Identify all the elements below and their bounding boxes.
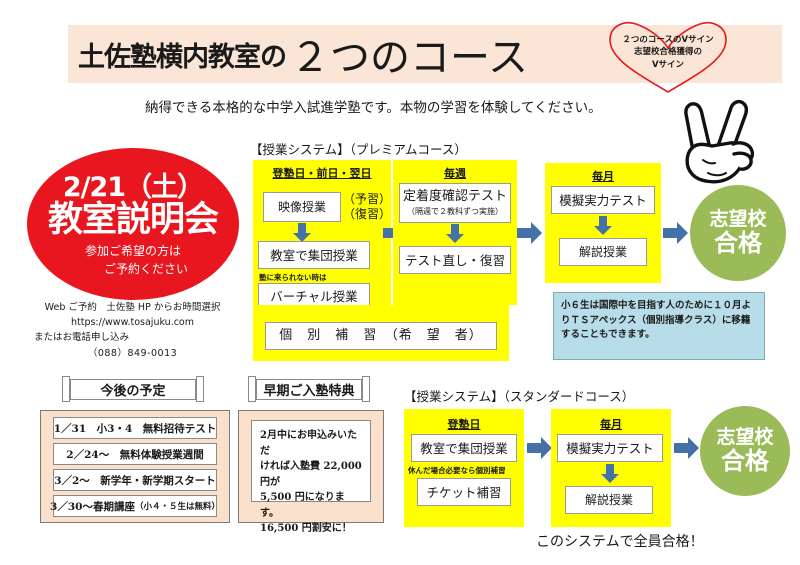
premium-box-mastery-test-main: 定着度確認テスト [402, 189, 507, 205]
standard-section-label: 【授業システム】（スタンダードコース） [404, 389, 635, 404]
arrow-right-icon-5 [674, 437, 699, 459]
premium-box-test-review: テスト直し・復習 [399, 246, 511, 274]
contact-block: Web ご予約 土佐塾 HP からお時間選択 https://www.tosaj… [30, 300, 235, 361]
premium-note-cannot-attend: 塾に来られない時は [259, 273, 327, 282]
seminar-note: 参加ご希望の方は ご予約ください [78, 242, 188, 278]
premium-box-video-lesson: 映像授業 [263, 192, 341, 222]
arrow-down-icon-4 [601, 464, 619, 483]
schedule-item-4: 3／30～春期講座（小４・５生は無料） [50, 495, 220, 517]
heart-icon [609, 22, 727, 93]
premium-box-virtual-lesson: バーチャル授業 [258, 283, 370, 309]
premium-goal-line1: 志望校 [709, 207, 767, 230]
offer-heading: 早期ご入塾特典 [256, 379, 362, 400]
arrow-right-icon-4 [527, 437, 552, 459]
premium-col1-panel [253, 160, 391, 305]
standard-box-ticket-lesson: チケット補習 [417, 478, 511, 506]
standard-box-classroom-lesson: 教室で集団授業 [411, 434, 517, 462]
premium-goal-line2: 合格 [714, 228, 762, 257]
contact-phone-number: （088）849-0013 [87, 347, 178, 359]
standard-box-explanation-lesson: 解説授業 [565, 486, 653, 514]
heart-badge: ２つのコースのVサイン 志望校合格獲得の Vサイン [604, 18, 732, 96]
standard-col1-title: 登塾日 [447, 418, 481, 431]
schedule-item-4-small: （小４・５生は無料） [134, 502, 220, 512]
offer-scroll-left-cap [248, 376, 256, 402]
standard-goal-line1: 志望校 [716, 425, 774, 448]
offer-line-1: 2月中にお申込みいただ [260, 430, 357, 457]
page-title-part2: ２つのコース [290, 35, 528, 81]
standard-note-absence: 休んだ場合必要なら個別補習 [408, 466, 506, 475]
offer-line-3: 5,500 円になります。 [260, 492, 345, 519]
heart-line-2: 志望校合格獲得の [633, 47, 702, 58]
arrow-down-icon-3 [594, 216, 612, 235]
page-title: 土佐塾横内教室の ２つのコース [78, 26, 638, 82]
standard-box-mock-exam: 模擬実力テスト [557, 434, 663, 462]
apex-transfer-note: 小６生は国際中を目指す人のために１０月よりＴＳアペックス（個別指導クラス）に移籍… [553, 292, 765, 360]
seminar-badge: 2/21（土） 教室説明会 参加ご希望の方は ご予約ください [27, 148, 239, 300]
arrow-down-icon-2 [446, 224, 464, 243]
contact-web: Web ご予約 土佐塾 HP からお時間選択 [44, 302, 221, 313]
offer-line-2: ければ入塾費 22,000 円が [260, 461, 362, 488]
page-title-part1: 土佐塾横内教室の [78, 41, 287, 73]
seminar-date: 2/21（土） [62, 171, 204, 203]
premium-box-explanation-lesson: 解説授業 [559, 238, 647, 266]
seminar-title: 教室説明会 [47, 199, 219, 240]
v-sign-hand-icon [684, 99, 755, 184]
schedule-item-2: 2／24～ 無料体験授業週間 [53, 443, 217, 465]
standard-goal-line2: 合格 [721, 446, 769, 475]
premium-box-mastery-test: 定着度確認テスト （隔週で２教科ずつ実施） [399, 183, 511, 223]
schedule-scroll-left-cap [62, 376, 70, 402]
premium-side-preview: （予習）（復習） [343, 192, 392, 221]
offer-line-4: 16,500 円割安に！ [260, 523, 352, 534]
schedule-item-4-main: 3／30～春期講座 [50, 500, 135, 513]
heart-line-1: ２つのコースのVサイン [622, 35, 714, 45]
arrow-right-icon-3 [663, 222, 688, 244]
premium-box-mock-exam: 模擬実力テスト [551, 186, 655, 214]
arrow-right-icon-2 [517, 222, 542, 244]
header-band [68, 25, 782, 83]
arrow-down-icon [293, 223, 311, 242]
offer-text: 2月中にお申込みいただ ければ入塾費 22,000 円が 5,500 円になりま… [251, 420, 371, 534]
seminar-note-line2: ご予約ください [103, 262, 188, 277]
schedule-scroll-right-cap [196, 376, 204, 402]
premium-col3-title: 毎月 [592, 170, 614, 183]
premium-box-mastery-test-sub: （隔週で２教科ずつ実施） [407, 207, 503, 216]
heart-badge-text: ２つのコースのVサイン 志望校合格獲得の Vサイン [604, 34, 732, 71]
premium-box-private-tutoring: 個 別 補 習 （希 望 者） [265, 322, 497, 350]
contact-url[interactable]: https://www.tosajuku.com [70, 317, 195, 329]
standard-col1-panel [404, 409, 524, 527]
schedule-item-3: 3／2～ 新学年・新学期スタート [53, 469, 217, 491]
premium-box-classroom-lesson: 教室で集団授業 [258, 241, 370, 269]
subtitle: 納得できる本格的な中学入試進学塾です。本物の学習を体験してください。 [145, 100, 602, 116]
standard-goal-badge: 志望校 合格 [700, 406, 790, 496]
schedule-item-1: 1／31 小3・4 無料招待テスト [53, 417, 217, 439]
seminar-note-line1: 参加ご希望の方は [84, 244, 181, 259]
offer-scroll-right-cap [362, 376, 370, 402]
premium-col1-title: 登塾日・前日・翌日 [272, 167, 372, 180]
premium-col2-title: 毎週 [444, 167, 466, 180]
schedule-heading: 今後の予定 [70, 379, 196, 400]
heart-line-3: Vサイン [651, 59, 685, 70]
closing-message: このシステムで全員合格！ [536, 534, 704, 550]
contact-phone-label: またはお電話申し込み [34, 332, 130, 344]
standard-col2-title: 毎月 [600, 418, 622, 431]
premium-goal-badge: 志望校 合格 [690, 185, 786, 281]
premium-section-label: 【授業システム】（プレミアムコース） [250, 142, 467, 157]
